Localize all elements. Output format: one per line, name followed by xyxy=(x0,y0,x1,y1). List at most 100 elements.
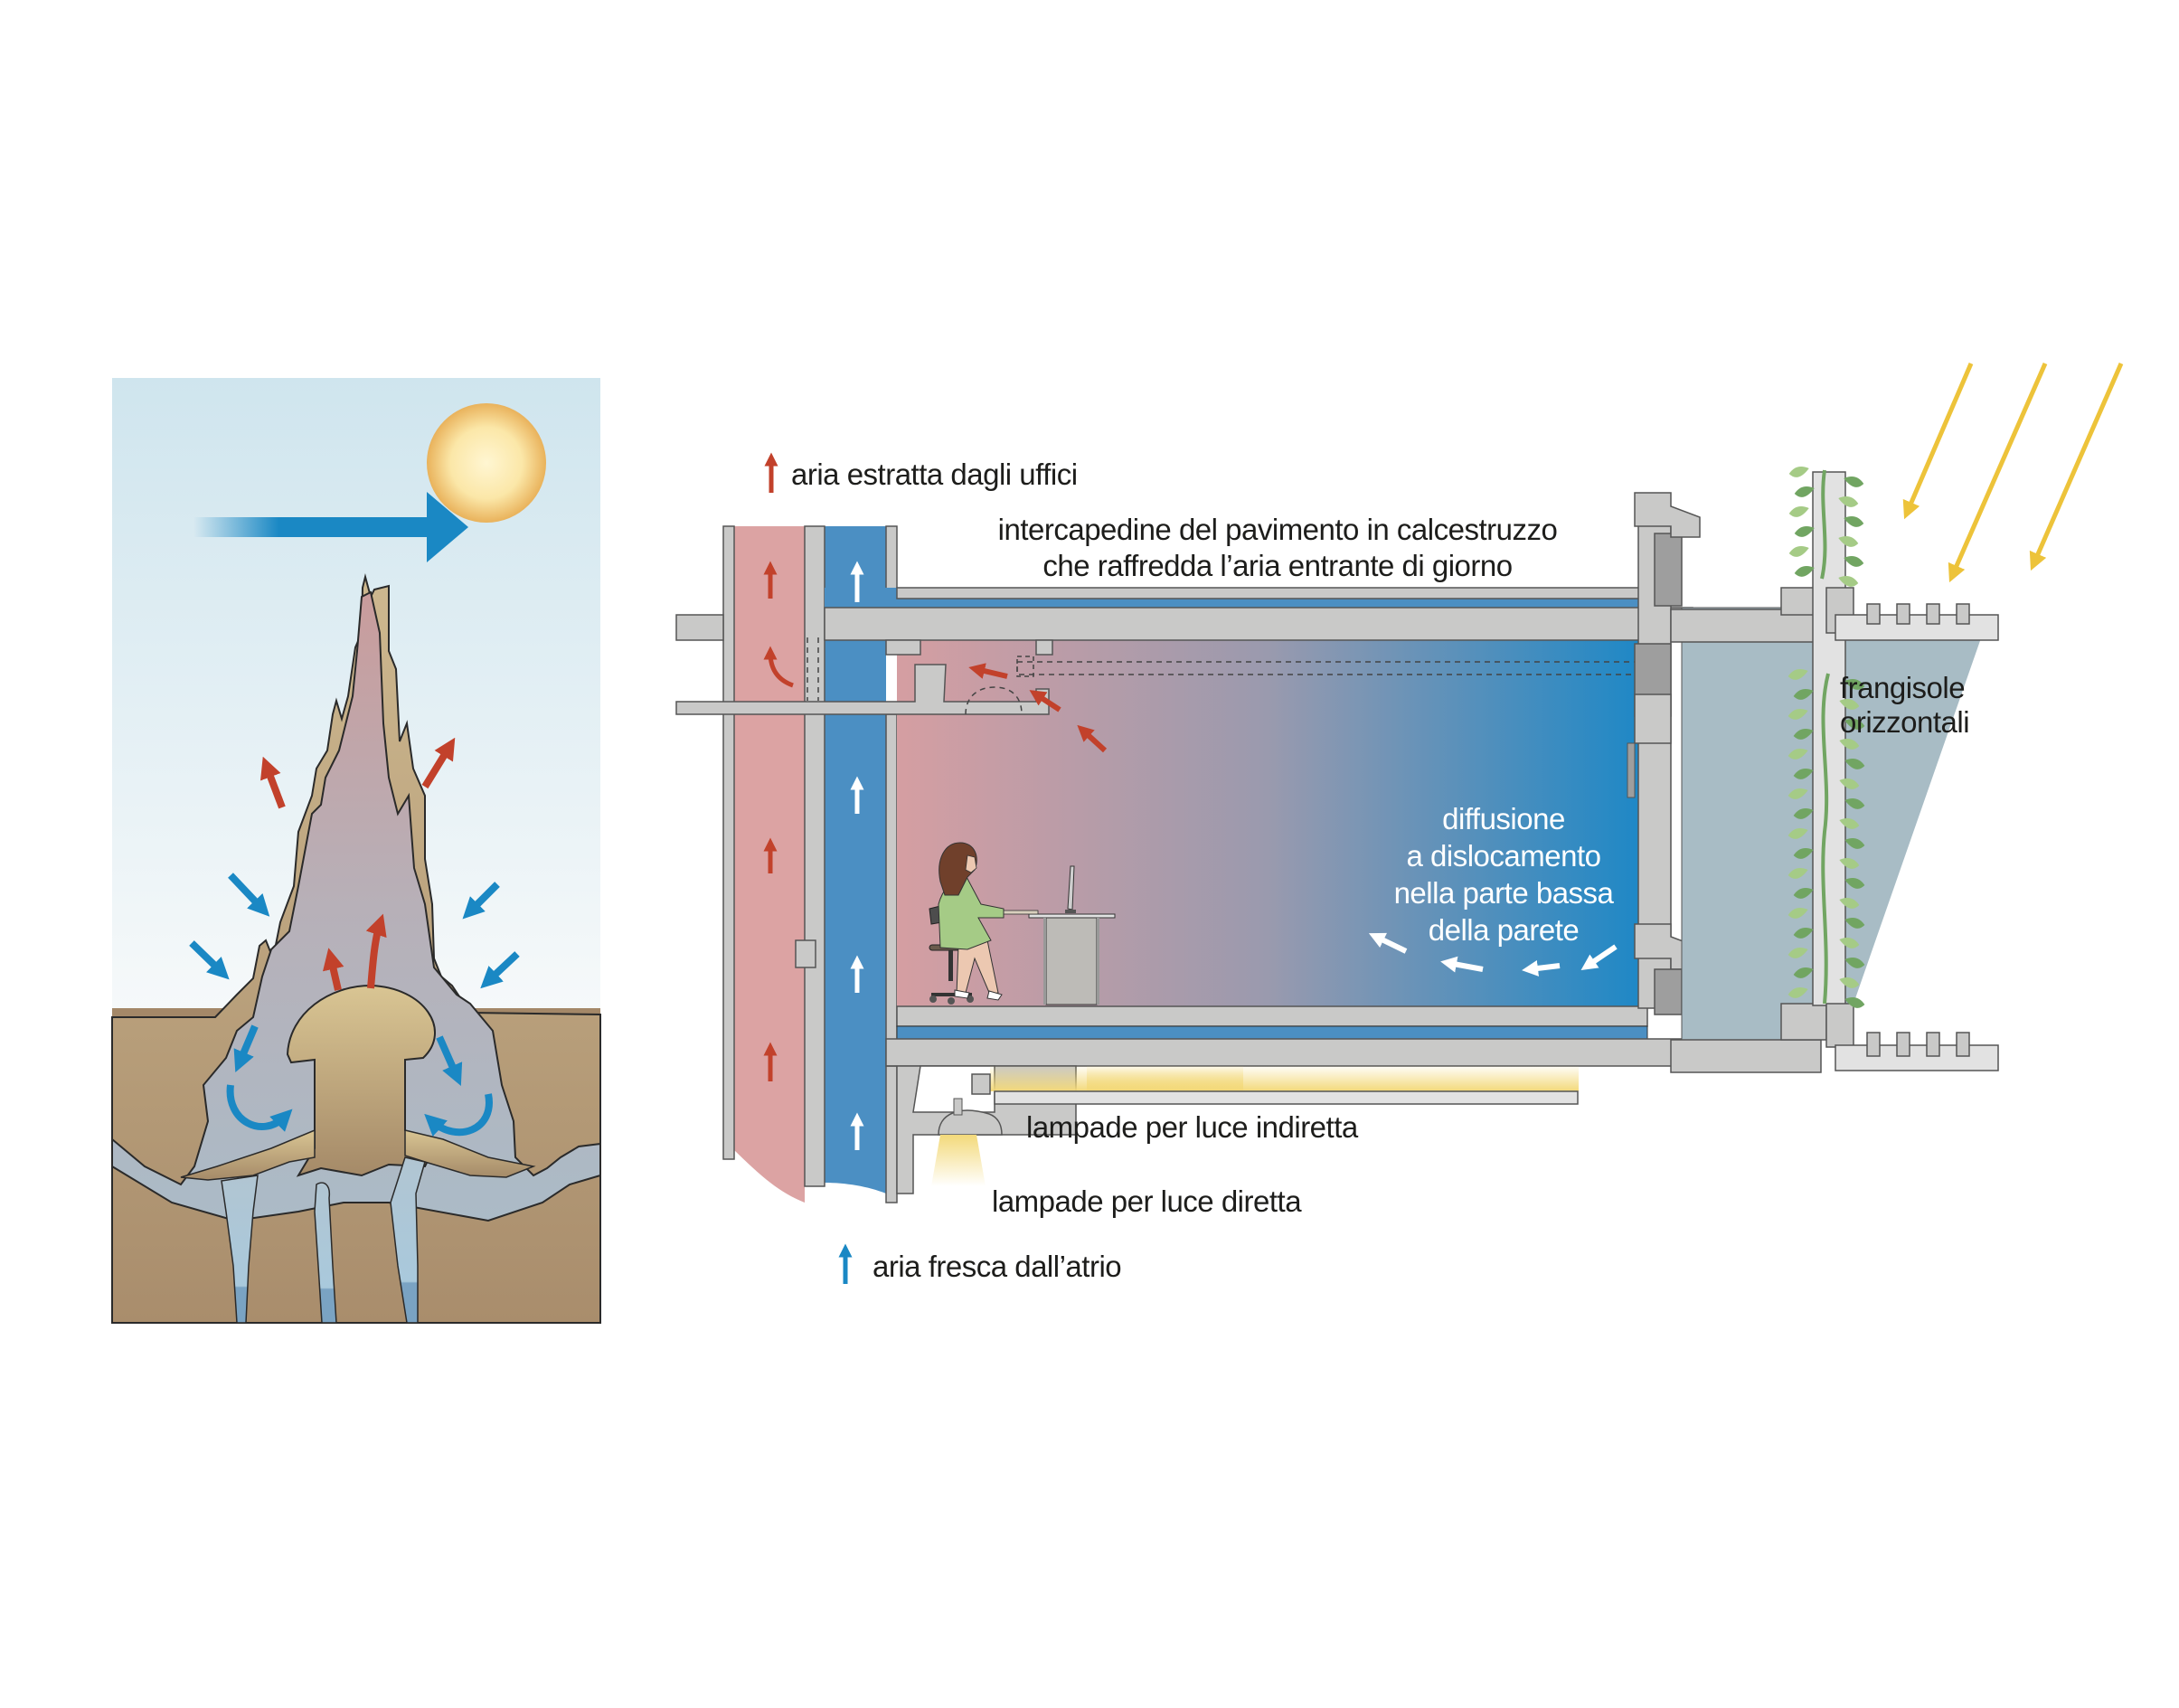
label-brise-soleil-line2: orizzontali xyxy=(1840,705,1969,739)
trellis-base xyxy=(1825,1003,1854,1048)
direct-lamp-bulb xyxy=(953,1098,963,1116)
plant-leaf xyxy=(1788,546,1809,557)
label-direct-lamps: lampade per luce diretta xyxy=(992,1184,1302,1218)
plant-leaf xyxy=(1794,566,1815,577)
plant-leaf xyxy=(1844,878,1865,889)
plant-leaf xyxy=(1788,669,1808,680)
label-floor-cavity-line2: che raffredda l’aria entrante di giorno xyxy=(1042,549,1512,582)
facade-pier-lower xyxy=(1780,1003,1827,1041)
ceiling-lamp-dashed xyxy=(965,686,1023,715)
sun-icon xyxy=(427,403,546,523)
plant-leaf xyxy=(1788,948,1808,958)
plant-stem xyxy=(1820,469,1830,1005)
duct-wall xyxy=(722,525,735,1160)
plant-leaf xyxy=(1844,798,1865,809)
label-displacement-line4: della parete xyxy=(1429,913,1579,947)
ceiling-vent-dashed xyxy=(1016,656,1034,677)
direct-lamp-housing xyxy=(938,1109,1003,1136)
termite-mound-panel xyxy=(111,378,601,1324)
room-extract-arrow-icon xyxy=(968,663,1008,679)
duct-access-block xyxy=(795,939,816,968)
plant-leaf xyxy=(1839,779,1860,789)
cool-air-arrow-icon xyxy=(436,1035,463,1086)
plant-leaf xyxy=(1838,536,1859,547)
plant-leaf xyxy=(1788,506,1809,517)
green-trellis-column xyxy=(1812,471,1846,1006)
office-floor-slab xyxy=(896,1005,1648,1027)
label-extracted-air: aria estratta dagli uffici xyxy=(791,458,1078,491)
plant-leaf xyxy=(1839,858,1860,869)
plant-leaf xyxy=(1793,928,1814,939)
fresh-air-duct xyxy=(825,526,886,1194)
indirect-lamp-housing xyxy=(971,1073,991,1095)
plant-leaf xyxy=(1788,788,1808,799)
plant-leaf xyxy=(1844,759,1865,769)
mound-ledge-left xyxy=(180,1128,316,1181)
cool-air-arrow-icon xyxy=(233,1024,259,1073)
displacement-arrow-icon xyxy=(1580,944,1618,971)
label-displacement-line1: diffusione xyxy=(1442,802,1565,835)
label-displacement-line2: a dislocamento xyxy=(1407,839,1601,873)
direct-lamp-beam xyxy=(931,1135,986,1186)
indirect-lamp-tray xyxy=(994,1090,1579,1105)
cool-air-arrow-icon xyxy=(480,951,520,989)
plant-leaf xyxy=(1844,958,1865,968)
plant-leaf xyxy=(1844,477,1864,487)
plant-leaf xyxy=(1793,848,1814,859)
plant-leaf xyxy=(1844,918,1865,929)
plant-leaf xyxy=(1839,977,1860,988)
room-extract-arrow-icon xyxy=(1029,690,1061,712)
office-worker xyxy=(929,842,1116,1005)
plant-leaf xyxy=(1788,868,1808,879)
plant-leaf xyxy=(1788,467,1809,477)
plant-leaf xyxy=(1793,808,1814,819)
duct-wall xyxy=(885,713,898,1203)
water-channel-left xyxy=(221,1175,259,1324)
lower-floor-cavity xyxy=(896,1025,1648,1040)
plant-leaf xyxy=(1844,838,1865,849)
water-channel-right xyxy=(390,1156,426,1324)
plant-leaf xyxy=(1839,938,1860,948)
ceiling-beam xyxy=(1035,639,1053,656)
plant-leaf xyxy=(1839,739,1860,750)
plant-leaf xyxy=(1839,898,1860,909)
cool-air-arrow-icon xyxy=(189,940,230,980)
plant-leaf xyxy=(1788,828,1808,839)
plant-leaf xyxy=(1844,556,1864,567)
displacement-arrow-icon xyxy=(1368,932,1408,954)
plant-leaf xyxy=(1788,908,1808,919)
exhaust-air-duct xyxy=(723,526,805,1203)
plant-leaf xyxy=(1793,769,1814,779)
upper-floor-slab xyxy=(896,587,1648,599)
sun-ray-arrow-icon xyxy=(2029,363,2124,571)
circulation-loop-icon xyxy=(424,1093,493,1137)
warm-air-arrow-icon xyxy=(421,737,456,789)
room-extract-arrow-icon xyxy=(1077,724,1108,753)
window-sill-bar xyxy=(1627,742,1636,798)
brise-soleil-lower xyxy=(1835,1032,1999,1071)
window-frame xyxy=(1634,694,1672,744)
worker-shoes xyxy=(954,989,1003,1001)
exhaust-turn-arrow-icon xyxy=(763,646,794,688)
label-displacement-line3: nella parte bassa xyxy=(1394,876,1615,910)
facade-column-dark xyxy=(1654,968,1683,1015)
facade-slab-lower xyxy=(1670,1039,1822,1073)
plant-leaf xyxy=(1793,689,1814,700)
warm-air-arrow-icon xyxy=(260,756,286,809)
computer-monitor-icon xyxy=(1065,865,1076,913)
plant-leaf xyxy=(1793,967,1814,978)
plant-leaf xyxy=(1788,749,1808,760)
label-indirect-lamps: lampade per luce indiretta xyxy=(1026,1110,1359,1144)
indirect-lamp-glow xyxy=(1087,1066,1579,1091)
labels: aria estratta dagli uffici intercapedine… xyxy=(764,452,1970,1284)
mound-ledge-right xyxy=(404,1129,536,1178)
plant-leaf xyxy=(1838,496,1859,507)
plant-leaf xyxy=(1844,679,1865,690)
plant-leaf xyxy=(1844,719,1865,730)
sun-ray-arrow-icon xyxy=(1948,362,2048,583)
plant-leaf xyxy=(1788,987,1808,998)
duct-wall xyxy=(804,525,825,1187)
displacement-arrow-icon xyxy=(1440,956,1484,973)
worker-face xyxy=(965,854,977,873)
